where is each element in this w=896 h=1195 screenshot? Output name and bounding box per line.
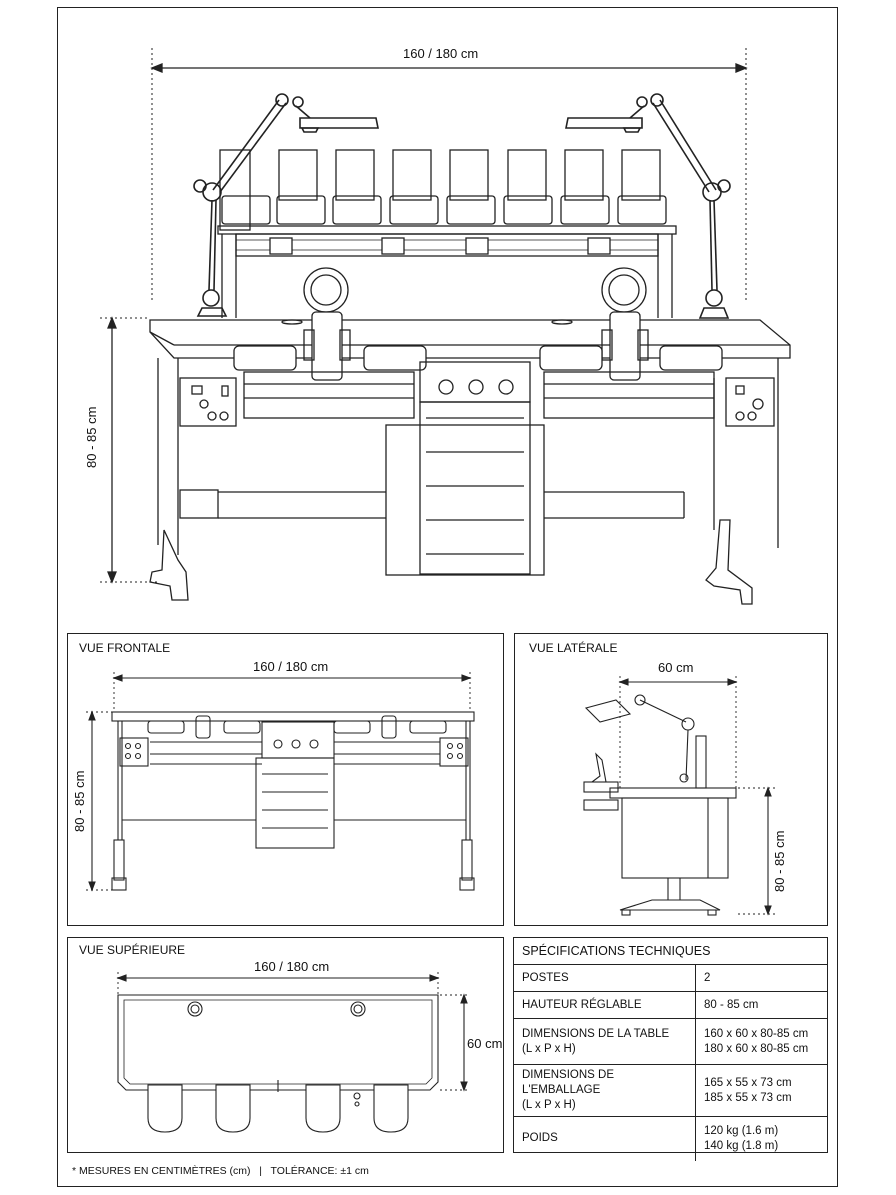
table-body: [149, 358, 779, 605]
footer-note: * MESURES EN CENTIMÈTRES (cm) | TOLÉRANC…: [72, 1165, 369, 1177]
side-depth-label: 60 cm: [658, 660, 694, 675]
top-view-panel: [67, 937, 504, 1153]
trays: [233, 345, 723, 371]
spec-value: 160 x 60 x 80-85 cm: [704, 1027, 809, 1040]
left-lamp: [193, 93, 379, 317]
table-row: DIMENSIONS DE LA TABLE (L x P x H) 160 x…: [514, 1018, 827, 1065]
spec-label: POIDS: [522, 1132, 558, 1145]
spec-label-sub: (L x P x H): [522, 1099, 576, 1111]
main-width-label: 160 / 180 cm: [403, 46, 479, 61]
right-lamp: [565, 93, 731, 319]
table-row: POSTES 2: [514, 964, 827, 992]
front-view-title: VUE FRONTALE: [79, 641, 171, 655]
spec-value: 80 - 85 cm: [704, 998, 759, 1011]
page-frame: [57, 7, 838, 1187]
spec-value: 165 x 55 x 73 cm: [704, 1076, 792, 1089]
table-row: HAUTEUR RÉGLABLE 80 - 85 cm: [514, 991, 827, 1019]
top-view-title: VUE SUPÉRIEURE: [79, 943, 186, 957]
spec-label-sub: (L x P x H): [522, 1042, 576, 1055]
table-row: DIMENSIONS DE L'EMBALLAGE (L x P x H) 16…: [514, 1064, 827, 1117]
spec-label: DIMENSIONS DE LA TABLE: [522, 1027, 670, 1040]
spec-value-sub: 185 x 55 x 73 cm: [704, 1091, 792, 1104]
spec-label: DIMENSIONS DE L'EMBALLAGE: [522, 1069, 615, 1096]
side-view-title: VUE LATÉRALE: [529, 641, 618, 655]
spec-value-sub: 140 kg (1.8 m): [704, 1139, 779, 1152]
spec-value-sub: 180 x 60 x 80-85 cm: [704, 1042, 809, 1055]
top-shelf: [217, 149, 677, 318]
top-width-label: 160 / 180 cm: [254, 959, 330, 974]
top-depth-label: 60 cm: [467, 1036, 503, 1051]
front-width-label: 160 / 180 cm: [253, 659, 329, 674]
front-view-panel: [67, 633, 504, 926]
table-row: POIDS 120 kg (1.6 m) 140 kg (1.8 m): [514, 1116, 827, 1161]
spec-table: SPÉCIFICATIONS TECHNIQUES POSTES 2 HAUTE…: [513, 937, 828, 1161]
spec-value: 120 kg (1.6 m): [704, 1124, 779, 1137]
spec-label: POSTES: [522, 971, 569, 984]
spec-value: 2: [704, 971, 711, 984]
spec-title: SPÉCIFICATIONS TECHNIQUES: [522, 943, 711, 958]
polishing-units: [303, 267, 649, 381]
spec-label: HAUTEUR RÉGLABLE: [522, 998, 642, 1011]
